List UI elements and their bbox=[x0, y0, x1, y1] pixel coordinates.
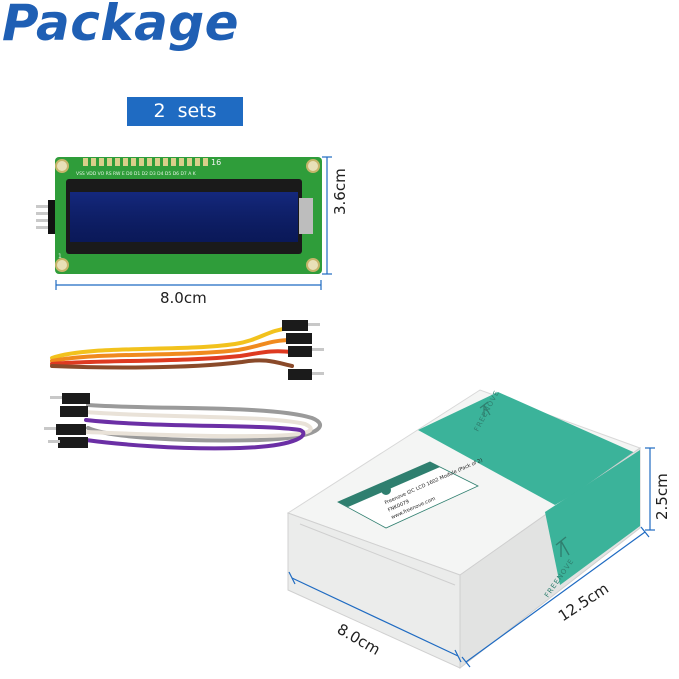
package-box: Freenove I2C LCD 1602 Module (Pack of 2)… bbox=[286, 389, 642, 670]
jumper-connectors-warm bbox=[282, 320, 324, 380]
mount-hole bbox=[306, 159, 320, 173]
brand-logo-icon bbox=[479, 401, 491, 417]
jumper-connectors-cool bbox=[44, 393, 90, 448]
label-logo-icon bbox=[381, 485, 391, 495]
box-dimension-lines bbox=[288, 447, 655, 668]
page-title: Package bbox=[2, 0, 240, 52]
lcd-dimension-lines bbox=[55, 156, 332, 290]
mount-hole bbox=[55, 258, 69, 272]
lcd-height-label: 3.6cm bbox=[331, 168, 349, 215]
box-green-band bbox=[418, 392, 640, 505]
box-height-label: 2.5cm bbox=[653, 473, 671, 520]
pin-labels: VSS VDD VO RS RW E D0 D1 D2 D3 D4 D5 D6 … bbox=[76, 171, 197, 177]
lcd-module: 16 VSS VDD VO RS RW E D0 D1 D2 D3 D4 D5 … bbox=[36, 157, 322, 274]
jumper-wires-warm bbox=[50, 326, 294, 370]
backlight-tab bbox=[299, 198, 313, 234]
lcd-side-pins bbox=[36, 200, 56, 234]
jumper-wires-cool bbox=[84, 403, 323, 451]
sets-badge: 2 sets bbox=[127, 97, 243, 126]
mount-hole bbox=[306, 258, 320, 272]
lcd-width-label: 8.0cm bbox=[160, 289, 207, 307]
brand-logo-icon-side bbox=[555, 536, 570, 557]
pin-number-label: 16 bbox=[211, 158, 221, 167]
mount-hole bbox=[55, 159, 69, 173]
lcd-top-pads bbox=[83, 158, 208, 166]
box-side-band bbox=[545, 450, 640, 585]
pin-one-label: 1 bbox=[58, 253, 62, 260]
